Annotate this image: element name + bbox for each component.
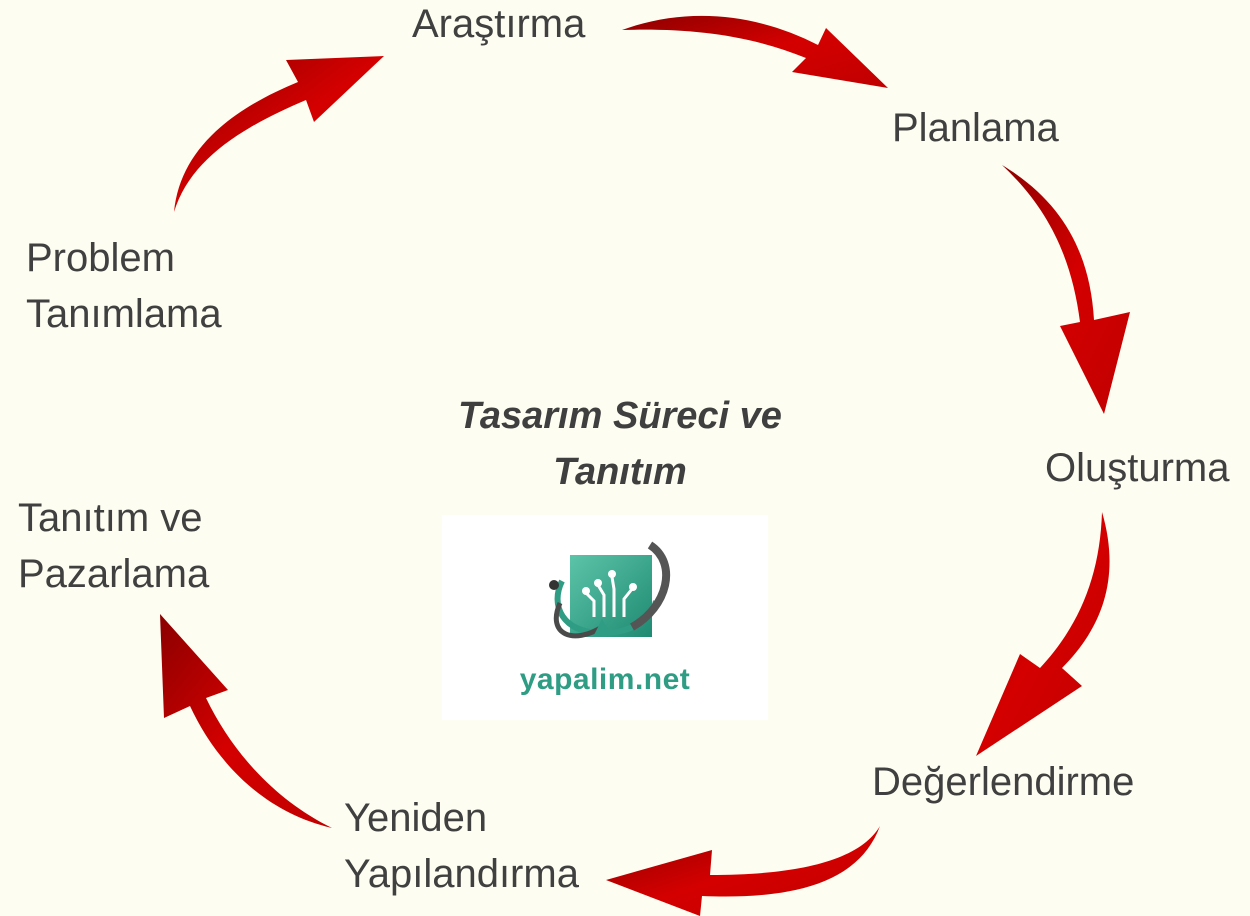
arrow-olusturma-degerlendirme [976,512,1110,756]
yapalim-logo-icon [549,541,671,639]
logo-card: yapalim.net [442,515,768,720]
step-label-line-1: Problem [26,236,175,280]
logo-text: yapalim.net [519,663,691,696]
diagram-title-line-1: Tasarım Süreci ve [458,395,782,437]
step-planlama: Planlama [892,100,1059,156]
diagram-title-line-2: Tanıtım [553,451,687,493]
step-degerlendirme: Değerlendirme [872,754,1134,810]
step-yeniden-yapilandirma: Yeniden Yapılandırma [344,790,579,902]
diagram-title: Tasarım Süreci ve Tanıtım [420,388,820,500]
step-label-line-2: Yapılandırma [344,852,579,896]
step-label-line-2: Pazarlama [18,552,210,596]
step-label-line-1: Tanıtım ve [18,496,203,540]
step-label: Oluşturma [1045,446,1230,490]
arrow-arastirma-planlama [622,15,888,89]
arrow-problem-arastirma [174,56,384,212]
arrow-planlama-olusturma [1002,165,1130,414]
arrow-degerlendirme-yeniden [606,826,880,916]
step-arastirma: Araştırma [412,0,585,52]
arrow-yeniden-tanitim [160,614,332,828]
step-olusturma: Oluşturma [1045,440,1230,496]
step-problem-tanimlama: Problem Tanımlama [26,230,222,342]
step-label: Planlama [892,106,1059,150]
step-label-line-2: Tanımlama [26,292,222,336]
step-label-line-1: Yeniden [344,796,488,840]
step-label: Araştırma [412,2,586,46]
step-label: Değerlendirme [872,760,1135,804]
step-tanitim-ve-pazarlama: Tanıtım ve Pazarlama [18,490,209,602]
